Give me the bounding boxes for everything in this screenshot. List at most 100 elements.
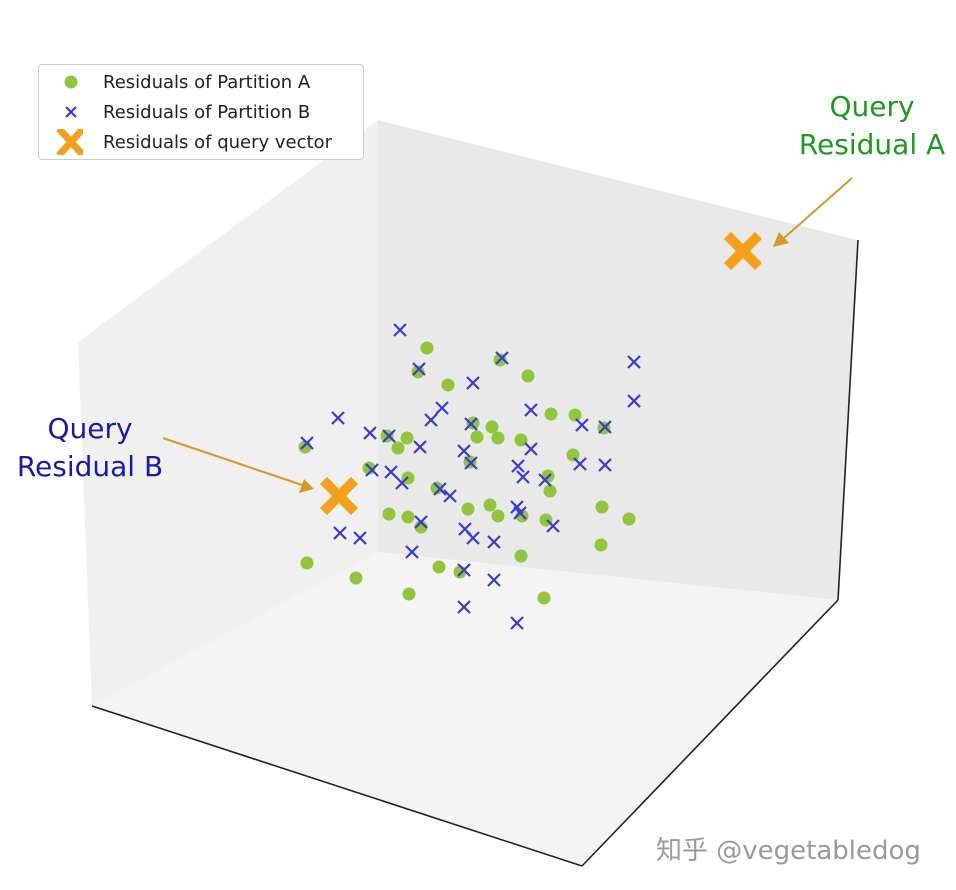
partition-a-point [380, 429, 394, 443]
axis-edge-vertical [837, 239, 859, 601]
partition-a-point [485, 420, 499, 434]
partition-b-point [487, 535, 501, 549]
partition-b-point [414, 515, 428, 529]
legend-label-partition-b: Residuals of Partition B [103, 102, 311, 123]
partition-a-point [461, 502, 475, 516]
partition-a-point [521, 369, 535, 383]
partition-b-point [598, 420, 612, 434]
partition-a-point [391, 441, 405, 455]
partition-b-point [353, 531, 367, 545]
arrow-a-head [773, 232, 789, 247]
partition-a-point [401, 510, 415, 524]
partition-b-point [384, 465, 398, 479]
partition-b-point [538, 473, 552, 487]
partition-b-point [457, 600, 471, 614]
partition-b-point [382, 429, 396, 443]
legend-filled-x-marker [56, 129, 83, 155]
partition-b-point [413, 440, 427, 454]
legend-x-marker [65, 106, 77, 118]
partition-a-point [441, 378, 455, 392]
legend-entry-partition-a: Residuals of Partition A [39, 69, 363, 95]
partition-b-point [524, 442, 538, 456]
partition-b-point [598, 458, 612, 472]
partition-b-point [575, 418, 589, 432]
partition-b-point [464, 417, 478, 431]
axes-panes [78, 120, 859, 867]
partition-b-point [300, 436, 314, 450]
partition-b-point [487, 573, 501, 587]
partition-a-point [411, 365, 425, 379]
partition-b-point [395, 476, 409, 490]
query-residual-point [319, 476, 359, 516]
partition-b-point [516, 470, 530, 484]
partition-a-point [514, 433, 528, 447]
legend-entry-partition-b: Residuals of Partition B [39, 99, 363, 125]
partition-a-point [402, 587, 416, 601]
partition-a-point [537, 591, 551, 605]
partition-b-point [363, 426, 377, 440]
partition-a-point [349, 571, 363, 585]
annotation-query-residual-a: Query Residual A [792, 88, 952, 164]
partition-b-point [333, 526, 347, 540]
partition-b-point [627, 355, 641, 369]
legend-entry-query: Residuals of query vector [39, 129, 363, 155]
legend-label-partition-a: Residuals of Partition A [103, 72, 311, 93]
partition-b-point [466, 376, 480, 390]
partition-a-point [594, 538, 608, 552]
annotation-arrows [162, 177, 853, 493]
partition-b-point [524, 403, 538, 417]
partition-b-point [457, 444, 471, 458]
partition-a-point [622, 512, 636, 526]
partition-b-point [627, 394, 641, 408]
partition-a-point [543, 484, 557, 498]
partition-a-point [566, 448, 580, 462]
partition-a-point [544, 407, 558, 421]
partition-a-point [483, 498, 497, 512]
partition-b-point [457, 563, 471, 577]
partition-b-point [513, 506, 527, 520]
arrow-a-shaft [783, 177, 853, 239]
partition-a-point [300, 556, 314, 570]
pane-floor [92, 552, 838, 866]
partition-b-point [393, 323, 407, 337]
partition-b-point [466, 531, 480, 545]
partition-b-point [495, 351, 509, 365]
partition-b-point [511, 459, 525, 473]
legend-label-query: Residuals of query vector [103, 132, 332, 153]
arrow-b-shaft [162, 437, 303, 486]
partition-a-point [382, 507, 396, 521]
partition-a-point [568, 408, 582, 422]
partition-a-point [514, 549, 528, 563]
partition-b-point [510, 616, 524, 630]
partition-a-point [430, 481, 444, 495]
partition-b-point [443, 489, 457, 503]
legend-circle-marker [64, 75, 78, 89]
partition-a-point [595, 500, 609, 514]
partition-b-point [424, 413, 438, 427]
annotation-b-line-2: Residual B [16, 450, 164, 483]
partition-b-point [405, 545, 419, 559]
watermark: 知乎 @vegetabledog [656, 836, 921, 866]
partition-b-point [331, 411, 345, 425]
partition-b-point [365, 463, 379, 477]
partition-b-point [573, 457, 587, 471]
partition-b-point [464, 456, 478, 470]
annotation-a-line-1: Query [829, 90, 915, 123]
partition-a-point [491, 509, 505, 523]
axis-edge-floor-left [91, 705, 583, 867]
axis-edge-floor-right [581, 599, 839, 867]
partition-a-point [400, 431, 414, 445]
data-marks [298, 231, 763, 630]
legend: Residuals of Partition A Residuals of Pa… [38, 64, 364, 160]
arrow-b-head [299, 479, 314, 493]
partition-a-point [432, 560, 446, 574]
partition-b-point [546, 519, 560, 533]
query-residual-point [723, 231, 763, 271]
partition-b-point [435, 401, 449, 415]
partition-b-point [433, 482, 447, 496]
partition-b-point [412, 362, 426, 376]
annotation-query-residual-b: Query Residual B [6, 410, 174, 486]
annotation-b-line-1: Query [47, 412, 133, 445]
partition-a-point [470, 430, 484, 444]
